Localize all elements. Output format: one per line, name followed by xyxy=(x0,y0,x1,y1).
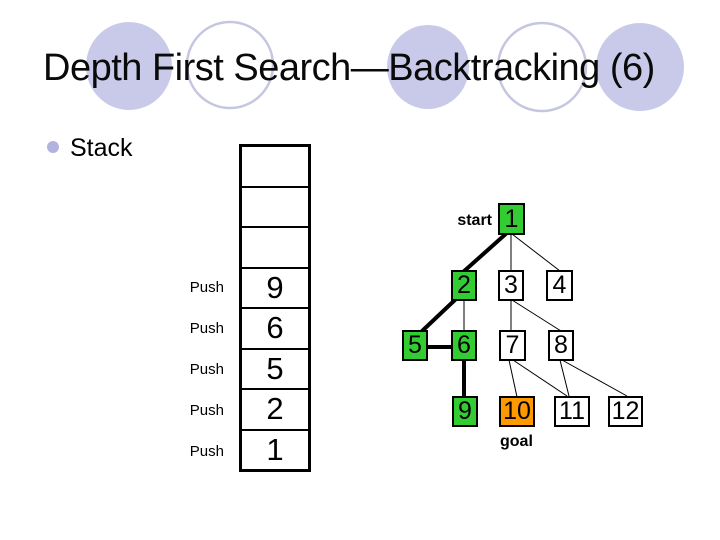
tree-node-12: 12 xyxy=(608,396,643,427)
stack-cell-3: 9 xyxy=(242,269,308,309)
edge-8-11 xyxy=(559,359,570,397)
start-label: start xyxy=(457,212,492,229)
stack-cell-2 xyxy=(242,228,308,269)
tree-node-1: 1 xyxy=(498,203,525,235)
decor-circle-filled-2 xyxy=(387,25,469,109)
edge-8-12 xyxy=(561,359,628,397)
tree-node-2: 2 xyxy=(451,270,477,301)
tree-node-4: 4 xyxy=(546,270,573,301)
push-label-5: Push xyxy=(189,361,224,378)
edge-7-11 xyxy=(512,359,568,397)
push-label-9: Push xyxy=(189,279,224,296)
bullet-label: Stack xyxy=(70,134,133,162)
stack-cell-1 xyxy=(242,188,308,228)
tree-node-3: 3 xyxy=(498,270,524,301)
stack-cell-5: 5 xyxy=(242,350,308,390)
tree-node-8: 8 xyxy=(548,330,574,361)
tree-node-10: 10 xyxy=(499,396,535,427)
stack-cell-0 xyxy=(242,147,308,188)
push-label-1: Push xyxy=(189,443,224,460)
edge-2-5 xyxy=(418,296,459,335)
decor-circle-filled-3 xyxy=(596,23,684,111)
push-label-2: Push xyxy=(189,402,224,419)
stack-cell-7: 1 xyxy=(266,431,284,467)
tree-node-7: 7 xyxy=(499,330,526,361)
edge-7-10 xyxy=(508,359,518,398)
decor-circle-outline-1 xyxy=(185,20,275,110)
stack-diagram: 9 6 5 2 1 xyxy=(239,144,311,472)
edge-1-4 xyxy=(511,233,561,272)
edge-1-2 xyxy=(460,230,510,275)
tree-node-5: 5 xyxy=(402,330,428,361)
bullet-icon xyxy=(47,141,59,153)
edge-3-8 xyxy=(511,299,562,332)
goal-label: goal xyxy=(500,433,533,450)
tree-node-9: 9 xyxy=(452,396,478,427)
slide-title: Depth First Search—Backtracking (6) xyxy=(43,47,655,89)
tree-node-11: 11 xyxy=(554,396,590,427)
stack-cell-4: 6 xyxy=(242,309,308,350)
stack-cell-6: 2 xyxy=(242,390,308,431)
tree-node-6: 6 xyxy=(451,330,477,361)
decor-circle-filled-1 xyxy=(86,22,172,110)
decor-circle-outline-2 xyxy=(496,21,588,113)
push-label-6: Push xyxy=(189,320,224,337)
